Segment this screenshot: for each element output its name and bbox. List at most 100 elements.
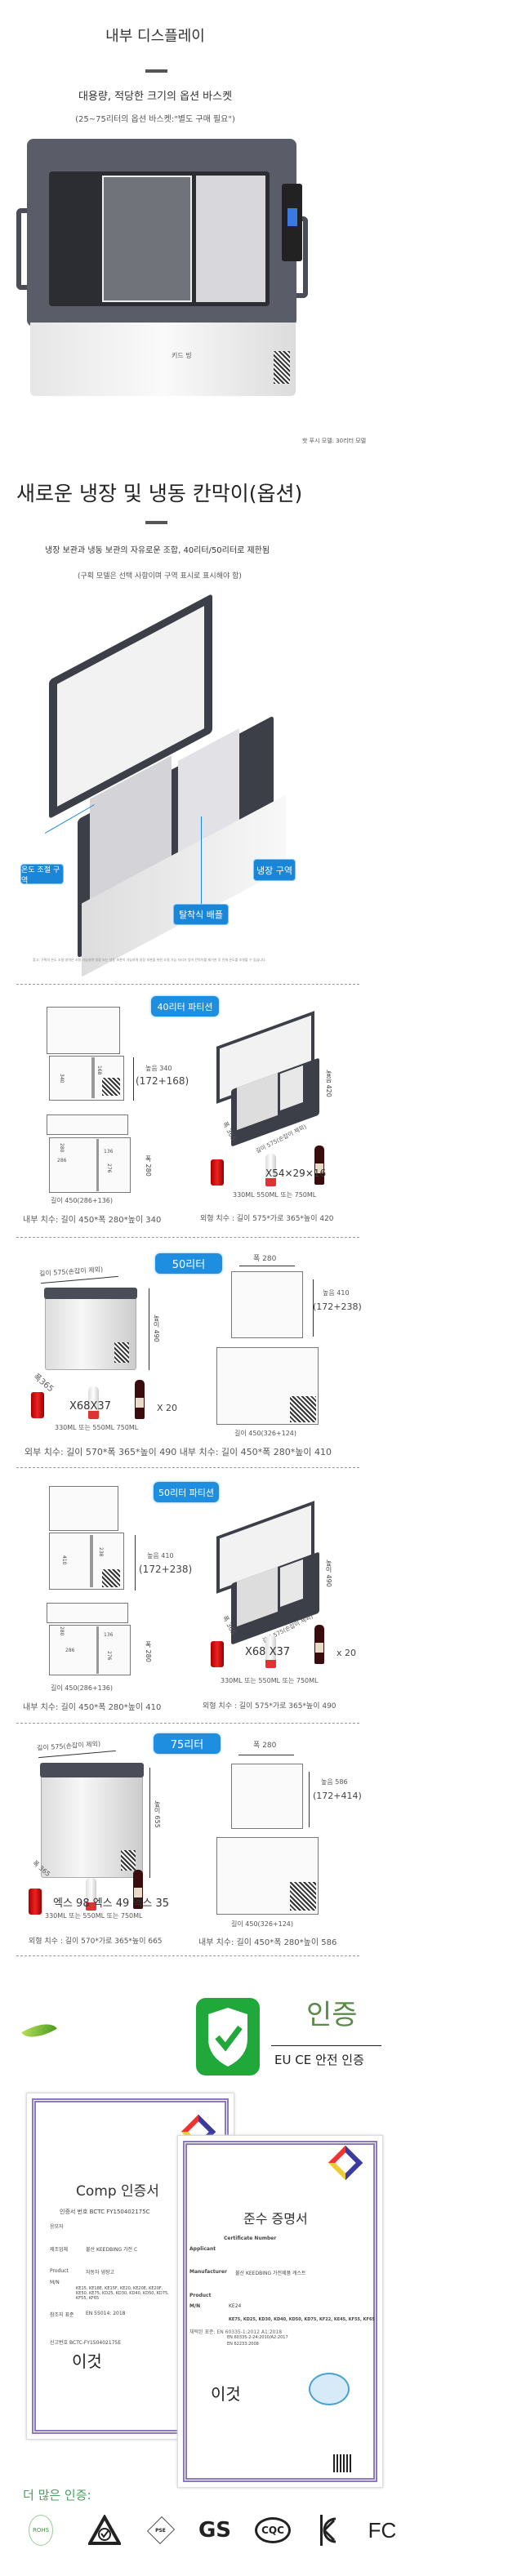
mark: 286	[57, 1158, 67, 1163]
bottle-counts: X68 X37	[245, 1646, 291, 1658]
cert-value: 불산 KEEDBING 가전 C	[86, 2247, 138, 2253]
gs-logo-icon: GS	[198, 2518, 232, 2543]
section-title-partition: 새로운 냉장 및 냉동 칸막이(옵션)	[16, 482, 303, 505]
inner-dimensions: 내부 치수: 길이 450*폭 280*높이 586	[198, 1938, 337, 1947]
front-drawing	[231, 1271, 303, 1338]
combined-dimensions: 외부 치수: 길이 570*폭 365*높이 490 내부 치수: 길이 450…	[25, 1447, 332, 1457]
more-certifications-label: 더 많은 인증:	[23, 2488, 91, 2503]
ext-height: 높이 490	[325, 1559, 332, 1587]
seal-stamp	[309, 2373, 350, 2405]
mark: 286	[65, 1648, 75, 1653]
divider	[145, 521, 167, 524]
partition-note: (구획 모델은 선택 사항이며 구역 표시로 표시해야 함)	[78, 572, 242, 581]
cert-field: Certificate Number	[224, 2236, 277, 2241]
outer-dimensions: 외형 치수 : 길이 570*가로 365*높이 665	[29, 1938, 163, 1946]
partition-description: 냉장 보관과 냉동 보관의 자유로운 조합, 40리터/50리터로 제한됨	[45, 546, 270, 555]
cert-title: Comp 인증서	[76, 2183, 159, 2200]
bottle-counts: 엑스 98 엑스 49 엑스 35	[53, 1898, 170, 1910]
callout-fridge-zone: 냉장 구역	[253, 859, 296, 881]
bottle-volumes: 330ML 550ML 또는 750ML	[233, 1191, 317, 1199]
cqc-logo-icon: CQC	[255, 2517, 291, 2543]
cert-value: EN 60335-2-24:2010/A2:2017	[227, 2335, 288, 2340]
cert-value: 자동차 냉장고	[86, 2270, 115, 2276]
cert-value: EN 55014: 2018	[86, 2311, 126, 2316]
dashed-divider	[16, 1467, 359, 1468]
inner-height: 높음 340	[145, 1065, 172, 1072]
cert-field: 참조지 표준	[50, 2312, 74, 2318]
can-icon	[31, 1392, 44, 1418]
plan-drawing-body	[49, 1625, 131, 1675]
mark: 238	[98, 1547, 104, 1557]
certification-title: 인증	[306, 1999, 358, 2031]
partition-fridge-image	[33, 593, 343, 977]
model-badge: 40리터 파티션	[151, 996, 219, 1017]
dashed-divider	[16, 1723, 359, 1724]
wine-bottle-icon	[314, 1146, 324, 1185]
wine-bottle-icon	[314, 1625, 324, 1664]
plan-drawing-lid	[47, 1603, 128, 1623]
cert-stamp-text: 이것	[211, 2384, 241, 2404]
certificate-right: 준수 증명서 Certificate Number Applicant Manu…	[177, 2135, 383, 2488]
bottle-counts: X68X37	[69, 1400, 111, 1413]
cert-value: 불산 KEEDBING 가전제품 캐스트	[235, 2271, 306, 2276]
model-40l-partition: 40리터 파티션 높음 340 (172+168) 286 136 280 27…	[0, 992, 517, 1238]
ext-length: 길이 575(손잡이 제외)	[38, 1266, 104, 1278]
certification-subtitle: EU CE 안전 인증	[274, 2053, 364, 2067]
inner-split: (172+168)	[136, 1075, 189, 1087]
mark: 276	[106, 1163, 112, 1173]
wine-bottle-icon	[133, 1870, 143, 1909]
cert-field: Manufacturer	[189, 2269, 227, 2275]
mark: 410	[61, 1555, 67, 1565]
mark: 340	[59, 1074, 65, 1083]
cert-value: KE75, KD25, KD30, KD40, KD50, KD75, KF22…	[229, 2317, 375, 2322]
section-title-interior: 내부 디스플레이	[105, 28, 205, 45]
rohs-logo-icon: ROHS	[29, 2515, 53, 2546]
pse-logo-icon: PSE	[147, 2516, 175, 2544]
inner-split: (172+238)	[139, 1564, 193, 1575]
mark: 276	[106, 1651, 112, 1661]
model-badge: 50리터	[155, 1253, 222, 1274]
front-drawing	[231, 1764, 303, 1829]
cert-value: 채택된 표준: EN 60335-1:2012 A1:2018	[189, 2329, 283, 2335]
model-caption: 핫 푸시 모델: 30리터 모델	[302, 438, 367, 444]
water-bottle-icon	[86, 1878, 96, 1911]
model-badge: 50리터 파티션	[154, 1482, 219, 1502]
mark: 280	[59, 1626, 65, 1636]
bottle-volumes: 330ML 또는 550ML 750ML	[55, 1424, 139, 1431]
inner-width: 폭 280	[253, 1255, 277, 1263]
side-drawing-lid	[49, 1486, 118, 1531]
model-50l: 50리터 길이 575(손잡이 제외) 높이 490 폭365 X68X37 X…	[0, 1249, 517, 1470]
cert-field: Product	[50, 2268, 69, 2274]
inner-width: 폭 280	[253, 1742, 277, 1750]
rcm-logo-icon	[88, 2515, 121, 2546]
cert-field: M/N	[189, 2303, 201, 2309]
fridge-interior-image: 키드 빙	[12, 139, 310, 408]
outer-dimensions: 외형 치수 : 길이 575*가로 365*높이 420	[200, 1215, 334, 1223]
bottle-volumes: 330ML 또는 550ML 또는 750ML	[45, 1912, 143, 1920]
dashed-divider	[16, 1237, 359, 1238]
inner-length: 길이 450(286+136)	[51, 1684, 114, 1692]
mark: 136	[104, 1149, 114, 1155]
can-icon	[211, 1159, 224, 1186]
mark: 168	[96, 1066, 102, 1075]
model-75l: 75리터 길이 575(손잡이 제외) 높이 655 폭 365 엑스 98 엑…	[0, 1727, 517, 1960]
mark: 280	[59, 1143, 65, 1153]
inner-length: 길이 450(326+124)	[234, 1430, 297, 1437]
cert-value: KE15, KE18E, KE15F, KE20, KE20E, KE20F, …	[76, 2286, 169, 2301]
ext-width: 폭365	[31, 1372, 56, 1395]
can-icon	[29, 1889, 42, 1915]
cert-field: Applicant	[189, 2246, 216, 2252]
cert-field: Product	[189, 2293, 212, 2298]
cert-field: 응모자	[50, 2224, 64, 2230]
callout-temp-zone: 온도 조절 구역	[20, 864, 64, 885]
inner-length: 길이 450(286+136)	[51, 1197, 114, 1204]
can-icon	[211, 1641, 224, 1667]
brand-label: 키드 빙	[172, 352, 192, 359]
inner-height: 높음 410	[147, 1552, 174, 1559]
divider	[145, 69, 167, 73]
inner-dimensions: 내부 치수: 길이 450*폭 280*높이 410	[23, 1703, 162, 1712]
cert-title: 준수 증명서	[243, 2211, 308, 2227]
ext-height: 높이 655	[154, 1800, 161, 1828]
model-badge: 75리터	[154, 1733, 221, 1754]
section-subtitle: 대용량, 적당한 크기의 옵션 바스켓	[78, 91, 233, 103]
